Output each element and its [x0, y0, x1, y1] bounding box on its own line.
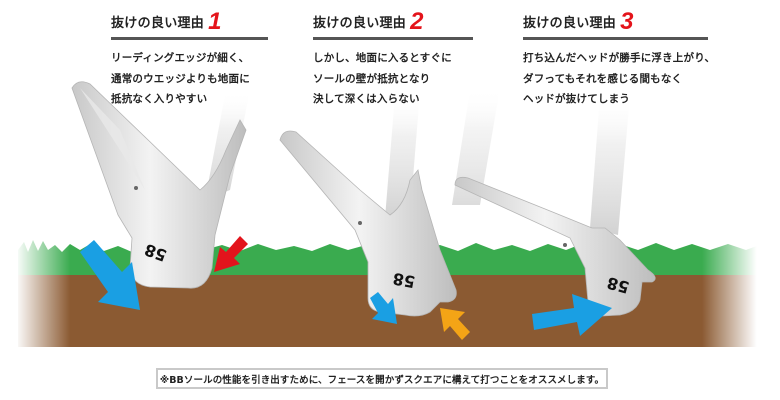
blue-arrow-3 [532, 294, 612, 336]
reason-heading: 抜けの良い理由 1 [111, 8, 268, 34]
reason-text: しかし、地面に入るとすぐに ソールの壁が抵抗となり 決して深くは入らない [313, 48, 473, 110]
orange-arrow [440, 308, 470, 340]
heading-underline [523, 37, 708, 40]
reason-heading: 抜けの良い理由 2 [313, 8, 473, 34]
reason-line: ダフってもそれを感じる間もなく [523, 72, 683, 85]
reason-line: ヘッドが抜けてしまう [523, 93, 630, 105]
wedge-head-3: 58 [452, 88, 656, 317]
heading-underline [313, 37, 473, 40]
reason-line: 通常のウエッジよりも地面に [111, 72, 250, 85]
blue-arrow-2 [370, 292, 397, 324]
blue-arrow-1 [80, 240, 140, 310]
loft-stamp-2: 58 [391, 269, 416, 292]
reason-text: リーディングエッジが細く、 通常のウエッジよりも地面に 抵抗なく入りやすい [111, 48, 268, 110]
reason-label: 抜けの良い理由 [313, 16, 407, 31]
wedge-head-2: 58 [279, 92, 457, 317]
footer-note-text: ※BBソールの性能を引き出すために、フェースを開かずスクエアに構えて打つことをオ… [159, 374, 605, 386]
reason-number: 2 [410, 8, 424, 35]
footer-note-box: ※BBソールの性能を引き出すために、フェースを開かずスクエアに構えて打つことをオ… [156, 368, 608, 389]
reason-number: 1 [208, 8, 222, 35]
reason-label: 抜けの良い理由 [111, 16, 205, 31]
reason-3: 抜けの良い理由 3 打ち込んだヘッドが勝手に浮き上がり、 ダフってもそれを感じる… [523, 8, 716, 110]
reason-number: 3 [620, 8, 634, 35]
reason-label: 抜けの良い理由 [523, 16, 617, 31]
reason-heading: 抜けの良い理由 3 [523, 8, 708, 34]
reason-text: 打ち込んだヘッドが勝手に浮き上がり、 ダフってもそれを感じる間もなく ヘッドが抜… [523, 48, 716, 110]
wedge-head-1: 58 [71, 81, 250, 289]
reason-line: 打ち込んだヘッドが勝手に浮き上がり、 [523, 52, 716, 64]
reason-line: 決して深くは入らない [313, 93, 420, 105]
arrows [80, 236, 612, 340]
red-arrow [214, 236, 248, 272]
reason-1: 抜けの良い理由 1 リーディングエッジが細く、 通常のウエッジよりも地面に 抵抗… [111, 8, 268, 110]
reason-line: リーディングエッジが細く、 [111, 52, 250, 64]
reason-line: 抵抗なく入りやすい [111, 93, 208, 105]
reason-line: しかし、地面に入るとすぐに [313, 52, 452, 64]
reason-line: ソールの壁が抵抗となり [313, 72, 431, 85]
reason-2: 抜けの良い理由 2 しかし、地面に入るとすぐに ソールの壁が抵抗となり 決して深… [313, 8, 473, 110]
heading-underline [111, 37, 268, 40]
